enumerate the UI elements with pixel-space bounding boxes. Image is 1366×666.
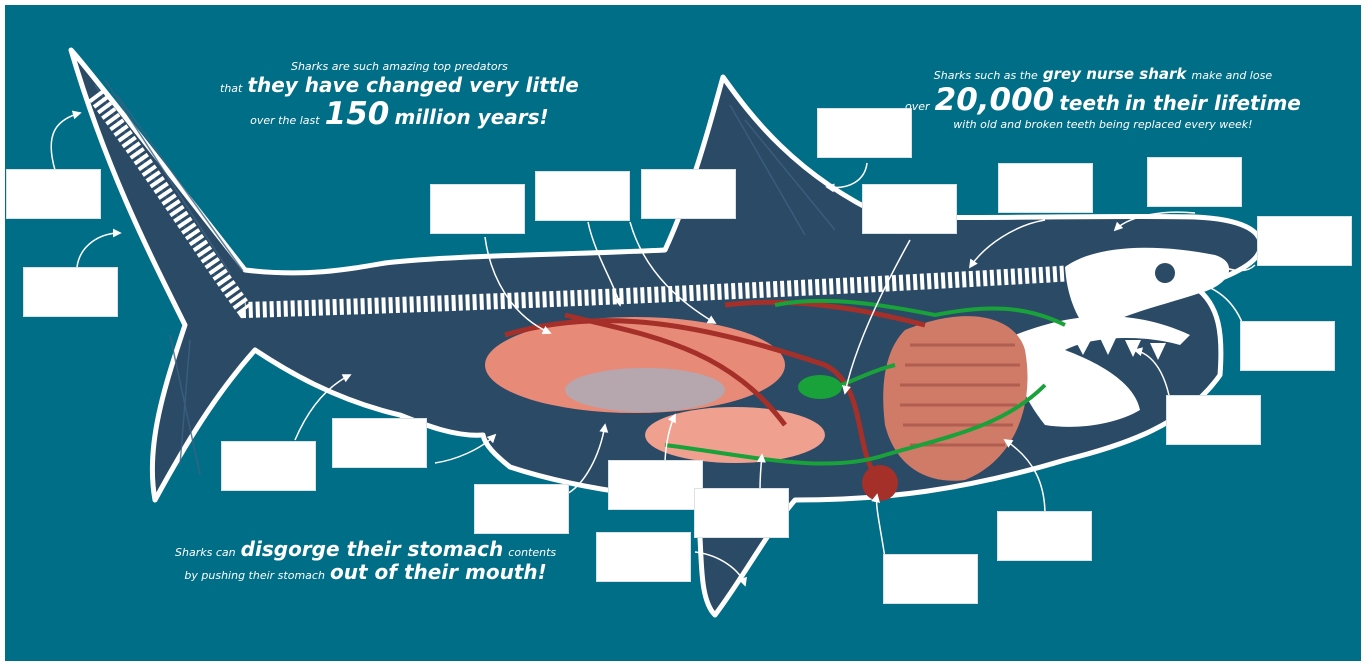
fact-stomach-line-1c: contents xyxy=(508,546,556,559)
label-box-dorsal-fin[interactable] xyxy=(817,108,912,158)
fact-teeth-line-2d: in their lifetime xyxy=(1125,91,1301,115)
fact-stomach-line-2b: out of their mouth xyxy=(330,560,538,584)
label-box-organ-2[interactable] xyxy=(535,171,630,221)
label-box-tail-lower[interactable] xyxy=(23,267,118,317)
heart-shape xyxy=(862,465,898,501)
fact-evolution: Sharks are such amazing top predators th… xyxy=(220,61,579,132)
fact-evolution-line-3a: over the last xyxy=(250,114,319,127)
fact-evolution-line-2a: that xyxy=(220,82,242,95)
label-box-head-top[interactable] xyxy=(1147,157,1242,207)
fact-teeth-number: 20,000 xyxy=(935,82,1055,118)
fact-teeth: Sharks such as the grey nurse shark make… xyxy=(905,65,1301,132)
fact-evolution-line-3d: ! xyxy=(540,105,549,129)
fact-evolution-number: 150 xyxy=(325,96,390,132)
label-box-heart[interactable] xyxy=(883,554,978,604)
label-box-belly-organ-1[interactable] xyxy=(474,484,569,534)
fact-teeth-line-3: with old and broken teeth being replaced… xyxy=(905,119,1301,132)
diagram-panel: Sharks are such amazing top predators th… xyxy=(5,5,1361,661)
label-box-gills[interactable] xyxy=(997,511,1092,561)
fact-teeth-line-1b: grey nurse shark xyxy=(1043,65,1187,83)
label-box-snout[interactable] xyxy=(1257,216,1352,266)
fact-stomach-line-2a: by pushing their stomach xyxy=(184,569,325,582)
fact-teeth-line-1a: Sharks such as the xyxy=(934,69,1038,82)
label-box-belly-organ-2[interactable] xyxy=(608,460,703,510)
label-box-organ-1[interactable] xyxy=(430,184,525,234)
label-box-anal-fin[interactable] xyxy=(332,418,427,468)
label-box-belly-organ-3[interactable] xyxy=(694,488,789,538)
fact-teeth-line-2c: teeth xyxy=(1059,91,1120,115)
swim-area xyxy=(565,368,725,412)
label-box-organ-4[interactable] xyxy=(862,184,957,234)
label-box-pectoral-fin[interactable] xyxy=(596,532,691,582)
label-box-tail-upper[interactable] xyxy=(6,169,101,219)
fact-stomach-line-1b: disgorge their stomach xyxy=(241,537,504,561)
fact-evolution-line-3c: million years xyxy=(394,105,539,129)
fact-stomach: Sharks can disgorge their stomach conten… xyxy=(175,538,556,584)
fact-evolution-line-2b: they have changed very little xyxy=(247,73,578,97)
label-box-spine[interactable] xyxy=(998,163,1093,213)
label-box-pelvic-fin[interactable] xyxy=(221,441,316,491)
label-box-eye[interactable] xyxy=(1240,321,1335,371)
eye-socket xyxy=(1155,263,1175,283)
fact-stomach-line-1a: Sharks can xyxy=(175,546,236,559)
green-organ xyxy=(798,375,842,399)
label-box-teeth[interactable] xyxy=(1166,395,1261,445)
label-box-organ-3[interactable] xyxy=(641,169,736,219)
fact-teeth-line-1c: make and lose xyxy=(1192,69,1273,82)
fact-stomach-line-2c: ! xyxy=(538,560,547,584)
